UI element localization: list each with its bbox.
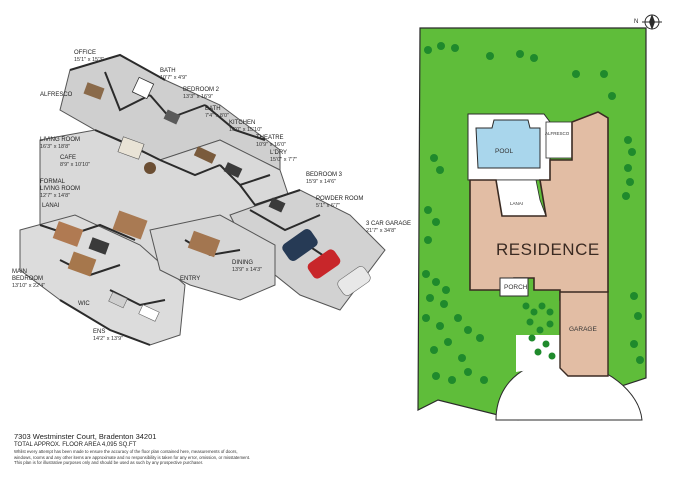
disclaimer-line: This plan is for illustrative purposes o… — [14, 460, 204, 466]
floor-plan-drawing — [19, 53, 386, 346]
site-plan: N POOL ALFRESCO LANAI RESIDENCE PORCH GA… — [408, 0, 679, 430]
porch-label: PORCH — [504, 284, 528, 291]
site-plan-drawing — [417, 14, 662, 421]
garage-label: GARAGE — [569, 326, 597, 333]
total-floor-area: TOTAL APPROX. FLOOR AREA 4,095 SQ.FT — [14, 442, 137, 448]
alfresco-area — [545, 121, 573, 159]
front-path — [516, 335, 568, 380]
alfresco-site-label: ALFRESCO — [545, 131, 570, 136]
trees — [422, 42, 644, 384]
garage-cars — [282, 229, 371, 296]
pool — [475, 119, 541, 169]
room-label-alfresco: ALFRESCO — [40, 92, 73, 98]
residence-label: RESIDENCE — [496, 240, 600, 259]
property-address: 7303 Westminster Court, Bradenton 34201 — [14, 432, 157, 441]
north-arrow-icon — [642, 14, 662, 30]
pool-label: POOL — [495, 148, 514, 155]
garage-footprint — [559, 291, 609, 377]
room-label-entry: ENTRY — [180, 276, 201, 282]
disclaimer-line: Whilst every attempt has been made to en… — [14, 449, 238, 454]
room-label-wic: WIC — [78, 301, 90, 307]
lanai-site-label: LANAI — [510, 201, 524, 206]
room-label-lanai: LANAI — [42, 203, 60, 209]
furniture — [52, 76, 286, 322]
porch — [499, 277, 529, 297]
disclaimer: Whilst every attempt has been made to en… — [14, 449, 314, 466]
north-label: N — [634, 19, 639, 25]
disclaimer-line: windows, rooms and any other items are a… — [14, 454, 251, 460]
plan-footer: 7303 Westminster Court, Bradenton 34201 … — [14, 432, 314, 466]
